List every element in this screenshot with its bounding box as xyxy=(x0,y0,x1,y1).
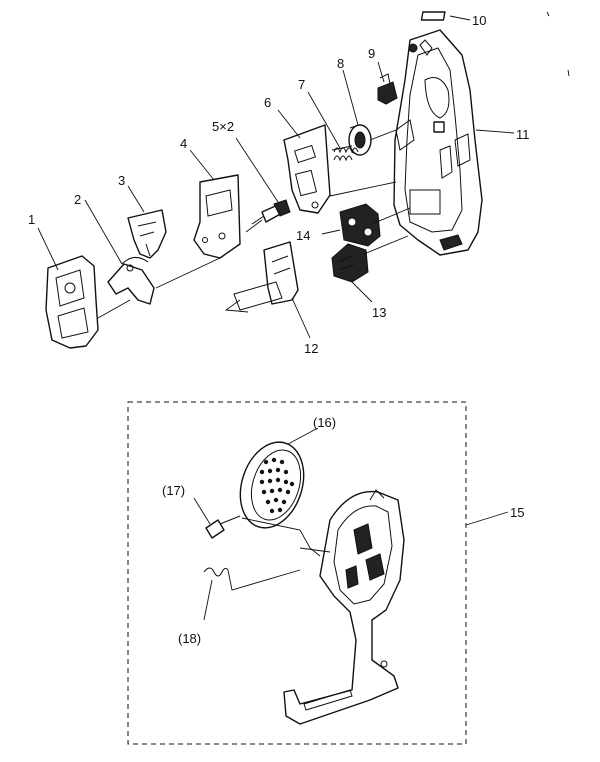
label-16: (16) xyxy=(313,415,336,430)
part-8-ring xyxy=(342,69,372,156)
label-12: 12 xyxy=(304,341,318,356)
speaker-housing-assembly xyxy=(241,489,405,725)
assembly-lines xyxy=(97,129,411,319)
label-11: 11 xyxy=(516,127,530,142)
part-4-bracket xyxy=(189,149,241,259)
part-6-plate xyxy=(277,109,331,214)
label-7: 7 xyxy=(298,77,305,92)
part-9-clip xyxy=(377,61,398,105)
part-18-spring xyxy=(203,567,301,621)
label-8: 8 xyxy=(337,56,344,71)
part-labels: 1 2 3 4 5×2 6 7 8 9 10 11 12 13 14 15 (1… xyxy=(28,13,530,646)
label-14: 14 xyxy=(296,228,310,243)
part-5-screw xyxy=(235,137,291,225)
part-3-clip xyxy=(127,185,167,259)
label-10: 10 xyxy=(472,13,486,28)
part-2-lever xyxy=(84,199,155,305)
label-9: 9 xyxy=(368,46,375,61)
label-13: 13 xyxy=(372,305,386,320)
label-18: (18) xyxy=(178,631,201,646)
part-14-link xyxy=(321,203,381,247)
label-17: (17) xyxy=(162,483,185,498)
label-3: 3 xyxy=(118,173,125,188)
part-1-frame xyxy=(37,227,99,349)
part-11-housing xyxy=(393,29,515,256)
part-13-block xyxy=(331,243,373,303)
label-2: 2 xyxy=(74,192,81,207)
stray-marks xyxy=(546,11,570,77)
sub-assembly-box-15 xyxy=(127,401,509,745)
part-17-screw xyxy=(193,497,241,539)
label-15: 15 xyxy=(510,505,524,520)
label-5: 5×2 xyxy=(212,119,234,134)
label-4: 4 xyxy=(180,136,187,151)
part-16-speaker xyxy=(239,427,319,529)
label-1: 1 xyxy=(28,212,35,227)
label-6: 6 xyxy=(264,95,271,110)
part-10-strip xyxy=(420,11,471,21)
part-12-flex-cable xyxy=(233,241,311,339)
